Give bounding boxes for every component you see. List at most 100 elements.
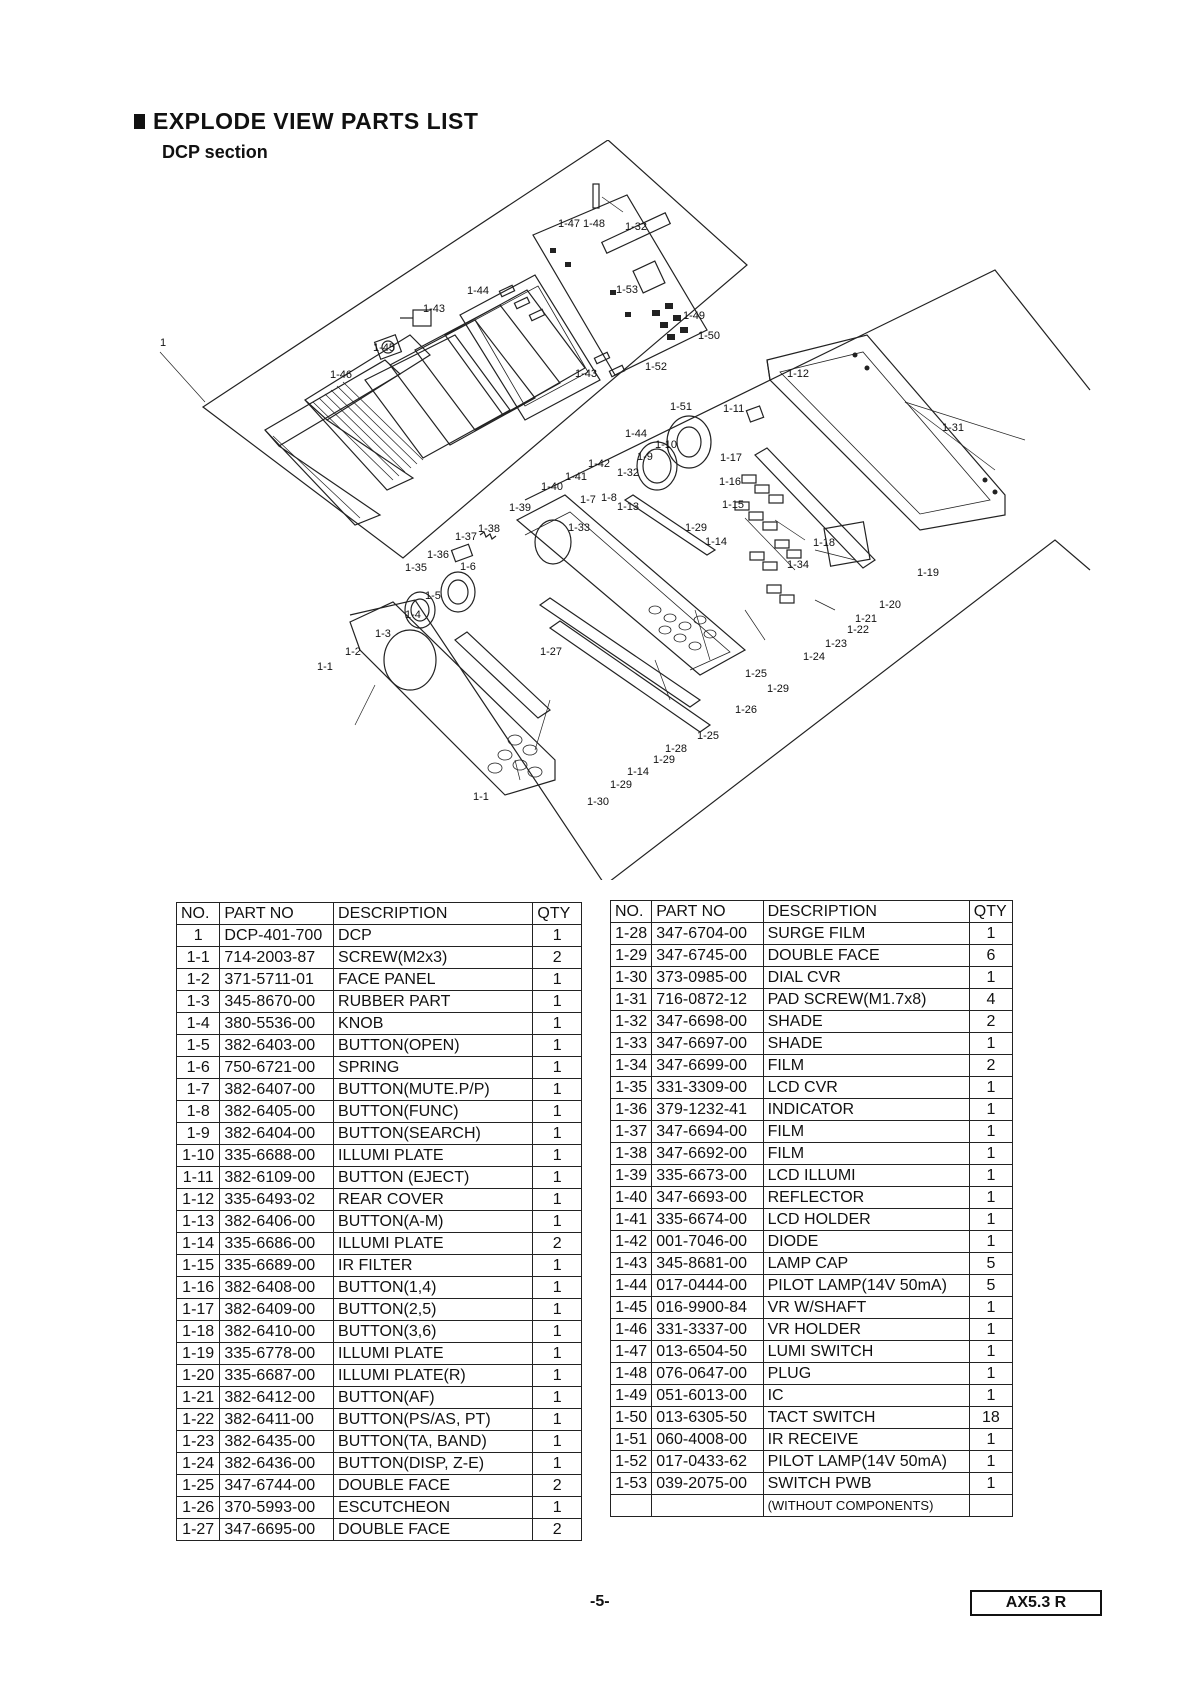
cell-part-no: 379-1232-41: [651, 1098, 764, 1121]
cell-empty: [968, 1494, 1014, 1517]
cell-part-no: 347-6692-00: [651, 1142, 764, 1165]
cell-part-no: 347-6695-00: [219, 1518, 335, 1541]
cell-part-no: 347-6697-00: [651, 1032, 764, 1055]
callout-label: 1-20: [879, 599, 901, 611]
cell-description: BUTTON(DISP, Z-E): [333, 1452, 534, 1475]
callout-label: 1-8: [601, 492, 617, 504]
cell-part-no: 016-9900-84: [651, 1296, 764, 1319]
cell-empty: [651, 1494, 764, 1517]
cell-part-no: 017-0444-00: [651, 1274, 764, 1297]
cell-no: 1-52: [609, 1450, 653, 1473]
cell-no: 1-3: [175, 990, 221, 1013]
cell-no: 1-5: [175, 1034, 221, 1057]
callout-label: 1-53: [616, 284, 638, 296]
cell-description: SURGE FILM: [762, 922, 970, 945]
cell-no: 1-1: [175, 946, 221, 969]
cell-part-no: 013-6305-50: [651, 1406, 764, 1429]
cell-no: 1-48: [609, 1362, 653, 1385]
callout-label: 1-23: [825, 638, 847, 650]
cell-qty: 2: [532, 946, 582, 969]
cell-description: ILLUMI PLATE: [333, 1144, 534, 1167]
cell-no: 1-17: [175, 1298, 221, 1321]
callout-label: 1-32: [617, 467, 639, 479]
cell-no: 1-21: [175, 1386, 221, 1409]
cell-description: FILM: [762, 1142, 970, 1165]
callout-label: 1-6: [460, 561, 476, 573]
cell-qty: 1: [532, 1122, 582, 1145]
cell-qty: 1: [968, 1450, 1014, 1473]
callout-label: 1-32: [625, 221, 647, 233]
cell-description: DOUBLE FACE: [333, 1518, 534, 1541]
callout-label: 1-14: [627, 766, 649, 778]
callout-label: 1-43: [575, 368, 597, 380]
cell-part-no: 076-0647-00: [651, 1362, 764, 1385]
cell-description: SHADE: [762, 1010, 970, 1033]
cell-no: 1-4: [175, 1012, 221, 1035]
cell-description: IR RECEIVE: [762, 1428, 970, 1451]
callout-label: 1-25: [745, 668, 767, 680]
cell-no: 1-38: [609, 1142, 653, 1165]
cell-part-no: 331-3337-00: [651, 1318, 764, 1341]
cell-description: ILLUMI PLATE: [333, 1342, 534, 1365]
cell-no: 1-15: [175, 1254, 221, 1277]
cell-qty: 1: [532, 968, 582, 991]
cell-part-no: 347-6704-00: [651, 922, 764, 945]
callout-label: 1-29: [767, 683, 789, 695]
table-header-row: NO. PART NO DESCRIPTION QTY: [609, 900, 1014, 923]
cell-description: LCD CVR: [762, 1076, 970, 1099]
cell-part-no: 051-6013-00: [651, 1384, 764, 1407]
lower-frame-outline: [349, 539, 1091, 880]
cell-no: 1-18: [175, 1320, 221, 1343]
col-header-no: NO.: [609, 900, 653, 923]
cell-description: TACT SWITCH: [762, 1406, 970, 1429]
callout-label: 1-35: [405, 562, 427, 574]
callout-label: 1-49: [683, 310, 705, 322]
cell-description: DOUBLE FACE: [333, 1474, 534, 1497]
callout-label: 1: [160, 337, 166, 349]
cell-no: 1-43: [609, 1252, 653, 1275]
cell-part-no: 331-3309-00: [651, 1076, 764, 1099]
cell-no: 1-53: [609, 1472, 653, 1495]
cell-description: IC: [762, 1384, 970, 1407]
callout-label: 1-12: [787, 368, 809, 380]
cell-part-no: 714-2003-87: [219, 946, 335, 969]
cell-description: LCD HOLDER: [762, 1208, 970, 1231]
cell-no: 1-10: [175, 1144, 221, 1167]
callout-label: 1-29: [653, 754, 675, 766]
callout-label: 1-34: [787, 559, 809, 571]
callout-label: 1-24: [803, 651, 825, 663]
cell-qty: 2: [532, 1518, 582, 1541]
cell-description: BUTTON(MUTE.P/P): [333, 1078, 534, 1101]
cell-description: BUTTON(1,4): [333, 1276, 534, 1299]
cell-part-no: 382-6436-00: [219, 1452, 335, 1475]
cell-qty: 5: [968, 1274, 1014, 1297]
cell-no: 1-40: [609, 1186, 653, 1209]
callout-label: 1-7: [580, 494, 596, 506]
col-header-description: DESCRIPTION: [762, 900, 970, 923]
cell-qty: 1: [532, 1254, 582, 1277]
page-title: EXPLODE VIEW PARTS LIST: [134, 108, 478, 135]
cell-qty: 5: [968, 1252, 1014, 1275]
callout-label: 1-17: [720, 452, 742, 464]
callout-label: 1-31: [942, 422, 964, 434]
cell-part-no: 335-6688-00: [219, 1144, 335, 1167]
cell-part-no: 335-6778-00: [219, 1342, 335, 1365]
